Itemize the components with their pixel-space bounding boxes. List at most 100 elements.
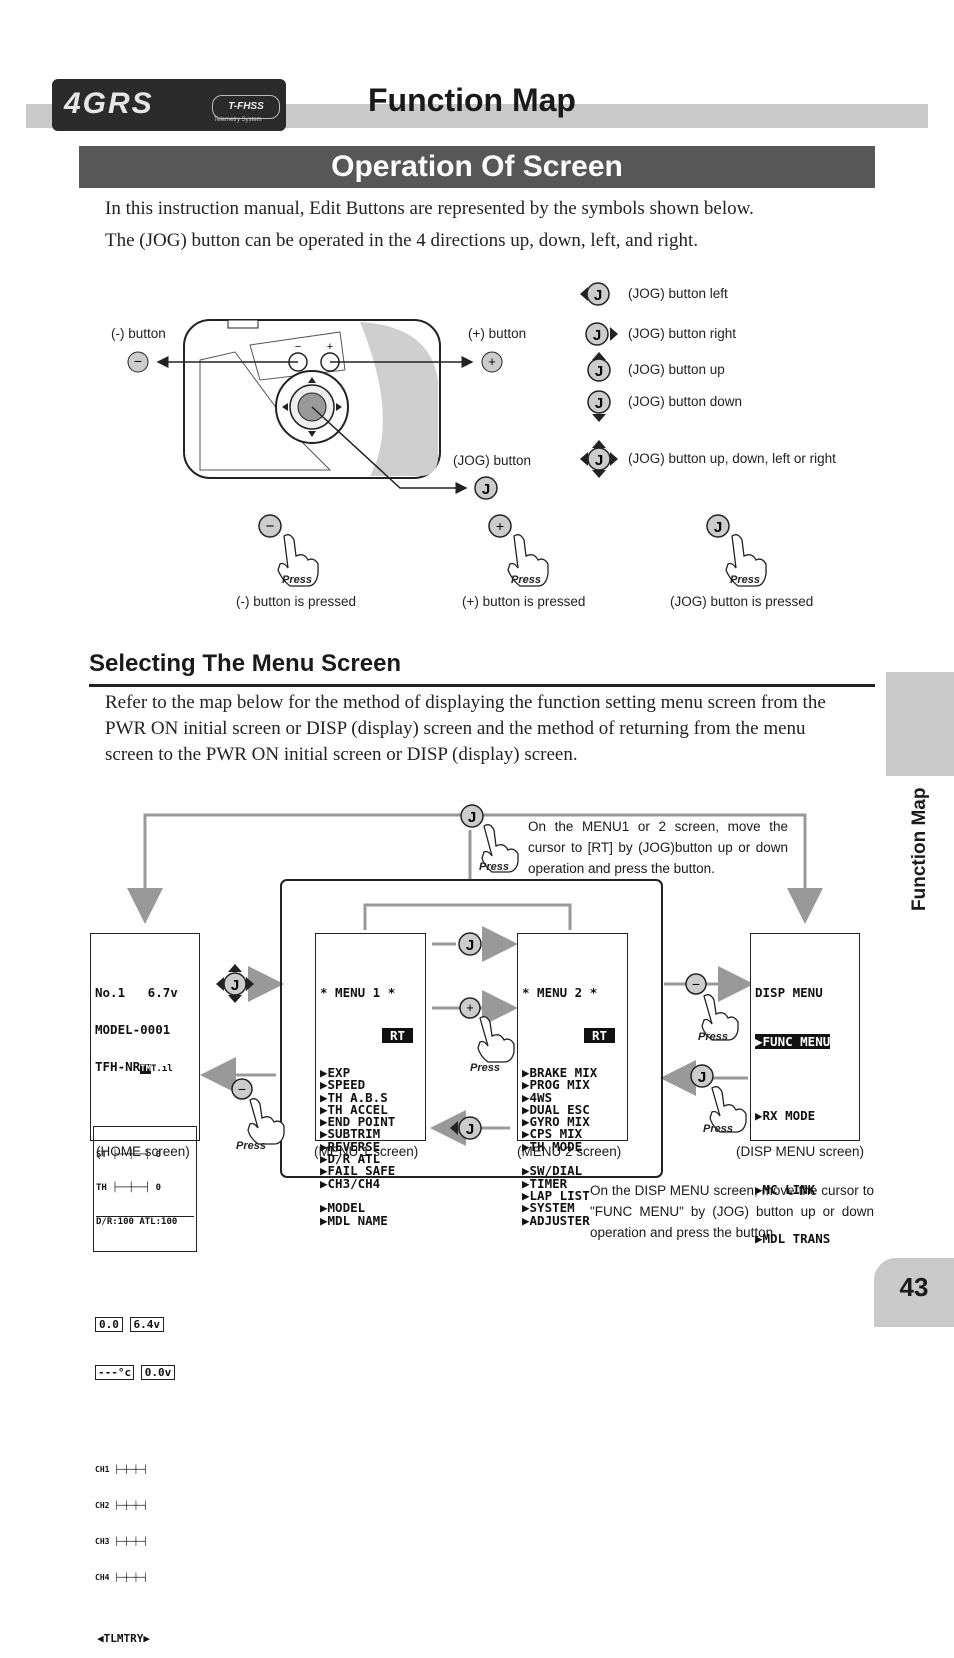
svg-text:J: J [482, 481, 490, 498]
menu1-title: * MENU 1 * [320, 985, 396, 1001]
section-title: Operation Of Screen [331, 150, 623, 183]
plus-press-icon: + [432, 990, 518, 1063]
menu-note: On the MENU1 or 2 screen, move the curso… [528, 819, 788, 876]
svg-text:J: J [594, 287, 602, 304]
plus-icon: + [481, 351, 503, 373]
menu2-caption: (MENU 2 screen) [517, 1144, 622, 1159]
voltage-2: 0.0v [140, 1365, 176, 1381]
press-label: Press [236, 1140, 266, 1152]
svg-text:+: + [496, 518, 504, 534]
tlmtry-left-icon: ◀ [97, 1632, 104, 1646]
jog-down-icon: J [587, 390, 611, 422]
press-label: Press [698, 1031, 728, 1043]
svg-text:+: + [327, 341, 333, 353]
menu2-screen: * MENU 2 * RT ▶BRAKE MIX▶PROG MIX▶4WS▶DU… [517, 933, 628, 1226]
menu1-item: ▶TH ACCEL [320, 1101, 388, 1117]
menu1-item: ▶TH A.B.S [320, 1089, 388, 1105]
disp-menu-screen: DISP MENU ▶FUNC MENU ▶RX MODE ▶MC LINK ▶… [750, 933, 860, 1245]
jog-press-icon: J [706, 514, 767, 587]
svg-text:J: J [468, 809, 476, 826]
menu1-rt: RT [381, 1028, 413, 1044]
menu2-rt: RT [583, 1028, 615, 1044]
press-label: Press [730, 574, 760, 586]
menu1-item: ▶FAIL SAFE [320, 1163, 396, 1179]
plus-press-icon: + [488, 514, 549, 587]
svg-text:−: − [238, 1081, 246, 1097]
side-tab [886, 672, 954, 776]
menu2-item: ▶TIMER [522, 1175, 568, 1191]
disp-caption: (DISP MENU screen) [736, 1144, 865, 1159]
jog-press-icon: J [690, 1064, 747, 1133]
home-line-1: No.1 6.7v [95, 985, 178, 1001]
logo-subtext: Telemetry System [214, 117, 262, 123]
jog-pressed-caption: (JOG) button is pressed [670, 594, 814, 609]
ch3-label: CH3 [95, 1536, 110, 1546]
th-label: TH [96, 1183, 107, 1194]
menu2-item-list: ▶BRAKE MIX▶PROG MIX▶4WS▶DUAL ESC▶GYRO MI… [522, 1066, 627, 1228]
disp-note: On the DISP MENU screen, move the cursor… [590, 1183, 874, 1240]
svg-text:−: − [295, 341, 301, 353]
voltage-1: 6.4v [129, 1317, 164, 1333]
svg-text:J: J [466, 937, 474, 954]
menu2-title: * MENU 2 * [522, 985, 598, 1001]
disp-mc-link: ▶MC LINK [755, 1181, 816, 1197]
flow-diagram: J J J + J − − J [127, 804, 823, 1178]
plus-button-label: (+) button [468, 326, 527, 341]
svg-text:+: + [466, 1000, 474, 1015]
jog-left-icon: J [430, 1110, 510, 1146]
buttons-diagram: − + − + J J J J J J − + J [127, 282, 767, 587]
menu2-item: ▶SW/DIAL [522, 1163, 583, 1179]
menu2-item: ▶TH MODE [522, 1138, 583, 1154]
ch2-label: CH2 [95, 1500, 110, 1510]
subsection-rule [89, 684, 875, 687]
menu1-item: ▶MDL NAME [320, 1212, 388, 1228]
jog-all-icon: J [216, 964, 254, 1003]
press-label: Press [282, 574, 312, 586]
jog-button-label: (JOG) button [453, 453, 532, 468]
logo-text: 4GRS [64, 87, 154, 120]
svg-text:J: J [593, 327, 601, 344]
minus-icon: − [127, 351, 149, 373]
menu1-item: ▶EXP [320, 1064, 351, 1080]
temperature: ---°c [95, 1365, 135, 1381]
jog-all-label: (JOG) button up, down, left or right [628, 451, 836, 466]
menu1-item: ▶SPEED [320, 1077, 366, 1093]
jog-down-label: (JOG) button down [628, 394, 743, 409]
jog-up-label: (JOG) button up [628, 362, 725, 377]
menu2-item: ▶CPS MIX [522, 1126, 583, 1142]
section-title-bar: Operation Of Screen [79, 146, 875, 188]
jog-icon: J [474, 476, 498, 500]
page-title: Function Map [368, 82, 576, 118]
disp-rx-mode: ▶RX MODE [755, 1107, 816, 1123]
home-line-2: MODEL-0001 [95, 1022, 171, 1038]
menu1-item: ▶MODEL [320, 1200, 366, 1216]
page-number-tab: 43 [874, 1258, 954, 1327]
intro-line-1: In this instruction manual, Edit Buttons… [105, 198, 754, 219]
selecting-paragraph: Refer to the map below for the method of… [105, 692, 826, 765]
jog-press-icon: J [460, 804, 519, 873]
menu1-item: ▶D/R ATL [320, 1151, 381, 1167]
tlmtry-label: TLMTRY [103, 1632, 144, 1646]
menu2-item: ▶LAP LIST [522, 1187, 590, 1203]
jog-left-icon: J [580, 282, 610, 306]
svg-text:J: J [595, 452, 603, 469]
jog-right-icon: J [585, 322, 618, 346]
plus-pressed-caption: (+) button is pressed [462, 594, 586, 609]
menu1-caption: (MENU 1 screen) [314, 1144, 419, 1159]
svg-text:+: + [488, 354, 496, 369]
ch1-label: CH1 [95, 1464, 110, 1474]
minus-press-icon: − [231, 1078, 285, 1145]
minus-button-label: (-) button [111, 326, 166, 341]
disp-title: DISP MENU [755, 985, 823, 1001]
ch4-label: CH4 [95, 1572, 110, 1582]
minus-press-icon: − [258, 514, 319, 587]
jog-all-icon: J [580, 440, 618, 478]
tlmtry-right-icon: ▶ [143, 1632, 150, 1646]
home-screen: No.1 6.7v MODEL-0001 TFH-NRTMT.ıl ST ├──… [90, 933, 200, 1645]
jog-left-label: (JOG) button left [628, 286, 728, 301]
menu2-item: ▶ADJUSTER [522, 1212, 590, 1228]
subsection-heading: Selecting The Menu Screen [89, 650, 402, 677]
menu1-item: ▶REVERSE [320, 1138, 381, 1154]
press-label: Press [470, 1062, 500, 1074]
menu1-item: ▶END POINT [320, 1114, 396, 1130]
